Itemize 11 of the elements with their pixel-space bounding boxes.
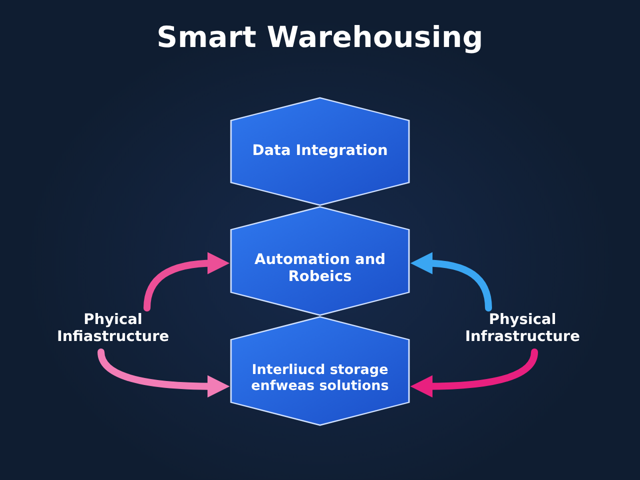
title: Smart Warehousing xyxy=(156,20,484,54)
hexagon-node xyxy=(230,316,410,426)
side-label: Phyical Infiastructure xyxy=(48,312,178,347)
curved-arrow xyxy=(144,252,230,312)
side-label: Physical Infrastructure xyxy=(455,312,590,347)
curved-arrow xyxy=(410,252,492,312)
node-label: Data Integration xyxy=(252,143,388,160)
node-label: Interliucd storage enfweas solutions xyxy=(250,363,390,395)
hexagon-node xyxy=(230,206,410,316)
node-label: Automation and Robeics xyxy=(253,252,387,286)
hexagon-node xyxy=(230,97,410,206)
